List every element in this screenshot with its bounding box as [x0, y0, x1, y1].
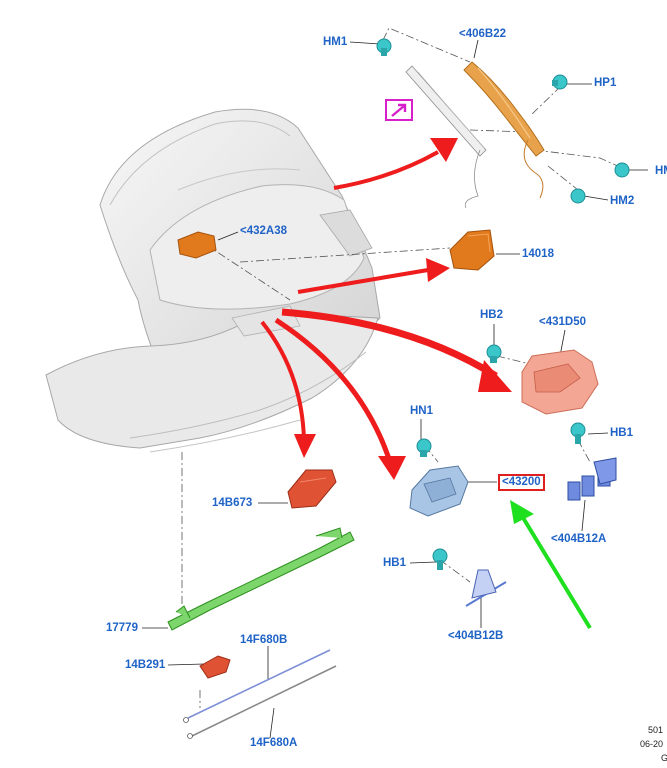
- liftgate-panel: [45, 108, 381, 453]
- trim-bar-17779[interactable]: [167, 527, 355, 631]
- lift-strut[interactable]: [405, 65, 487, 209]
- callout-14f680a[interactable]: 14F680A: [250, 737, 298, 749]
- callout-404b12a[interactable]: <404B12A: [551, 533, 607, 545]
- callout-17779[interactable]: 17779: [106, 622, 138, 634]
- callout-hb2[interactable]: HB2: [480, 309, 504, 321]
- red-pointer-arrows: [260, 138, 512, 480]
- callout-404b12b[interactable]: <404B12B: [448, 630, 504, 642]
- callout-431d50[interactable]: <431D50: [539, 316, 586, 328]
- callout-hp1[interactable]: HP1: [594, 77, 617, 89]
- high-mount-stop-lamp[interactable]: [463, 61, 545, 199]
- camera-module-14018[interactable]: [449, 229, 495, 271]
- pushpin-hm2[interactable]: [570, 188, 586, 204]
- callout-hm1[interactable]: HM1: [323, 36, 348, 48]
- view-pointer-icon[interactable]: [385, 99, 413, 121]
- harness-14f680a[interactable]: [187, 665, 337, 739]
- callout-43200[interactable]: <43200: [498, 474, 545, 491]
- latch-43200[interactable]: [409, 465, 469, 517]
- release-switch-432a38[interactable]: [177, 231, 217, 259]
- callout-hm2[interactable]: HM2: [610, 195, 635, 207]
- screw-hb1-right[interactable]: [570, 422, 586, 444]
- callout-14018[interactable]: 14018: [522, 248, 554, 260]
- footer-ref-line3: G: [661, 753, 667, 763]
- harness-14f680b[interactable]: [183, 649, 331, 723]
- callout-hm-cut[interactable]: HM: [655, 165, 667, 177]
- callout-14b673[interactable]: 14B673: [212, 497, 253, 509]
- green-arrow: [510, 500, 592, 630]
- pushpin-hm1[interactable]: [376, 38, 392, 56]
- lamp-14b673[interactable]: [287, 469, 337, 509]
- callout-hn1[interactable]: HN1: [410, 405, 434, 417]
- callout-406b22[interactable]: <406B22: [459, 28, 506, 40]
- pushpin-hb2[interactable]: [486, 344, 502, 363]
- lamp-14b291[interactable]: [199, 655, 231, 679]
- pushpin-hn1[interactable]: [416, 438, 432, 457]
- callout-14b291[interactable]: 14B291: [125, 659, 166, 671]
- latch-actuator-431d50[interactable]: [521, 349, 599, 415]
- callout-leaders: [142, 39, 648, 739]
- callout-14f680b[interactable]: 14F680B: [240, 634, 288, 646]
- callout-432a38[interactable]: <432A38: [240, 225, 287, 237]
- pushpin-hp1[interactable]: [552, 74, 568, 90]
- pushpin-hm[interactable]: [614, 162, 630, 178]
- striker-404b12a[interactable]: [567, 457, 617, 501]
- callout-hb1-right[interactable]: HB1: [610, 427, 634, 439]
- footer-ref-line1: 501: [648, 725, 664, 735]
- callout-hb1-left[interactable]: HB1: [383, 557, 407, 569]
- striker-404b12b[interactable]: [465, 569, 507, 607]
- footer-ref-line2: 06-20: [640, 739, 664, 749]
- screw-hb1-left[interactable]: [432, 548, 448, 570]
